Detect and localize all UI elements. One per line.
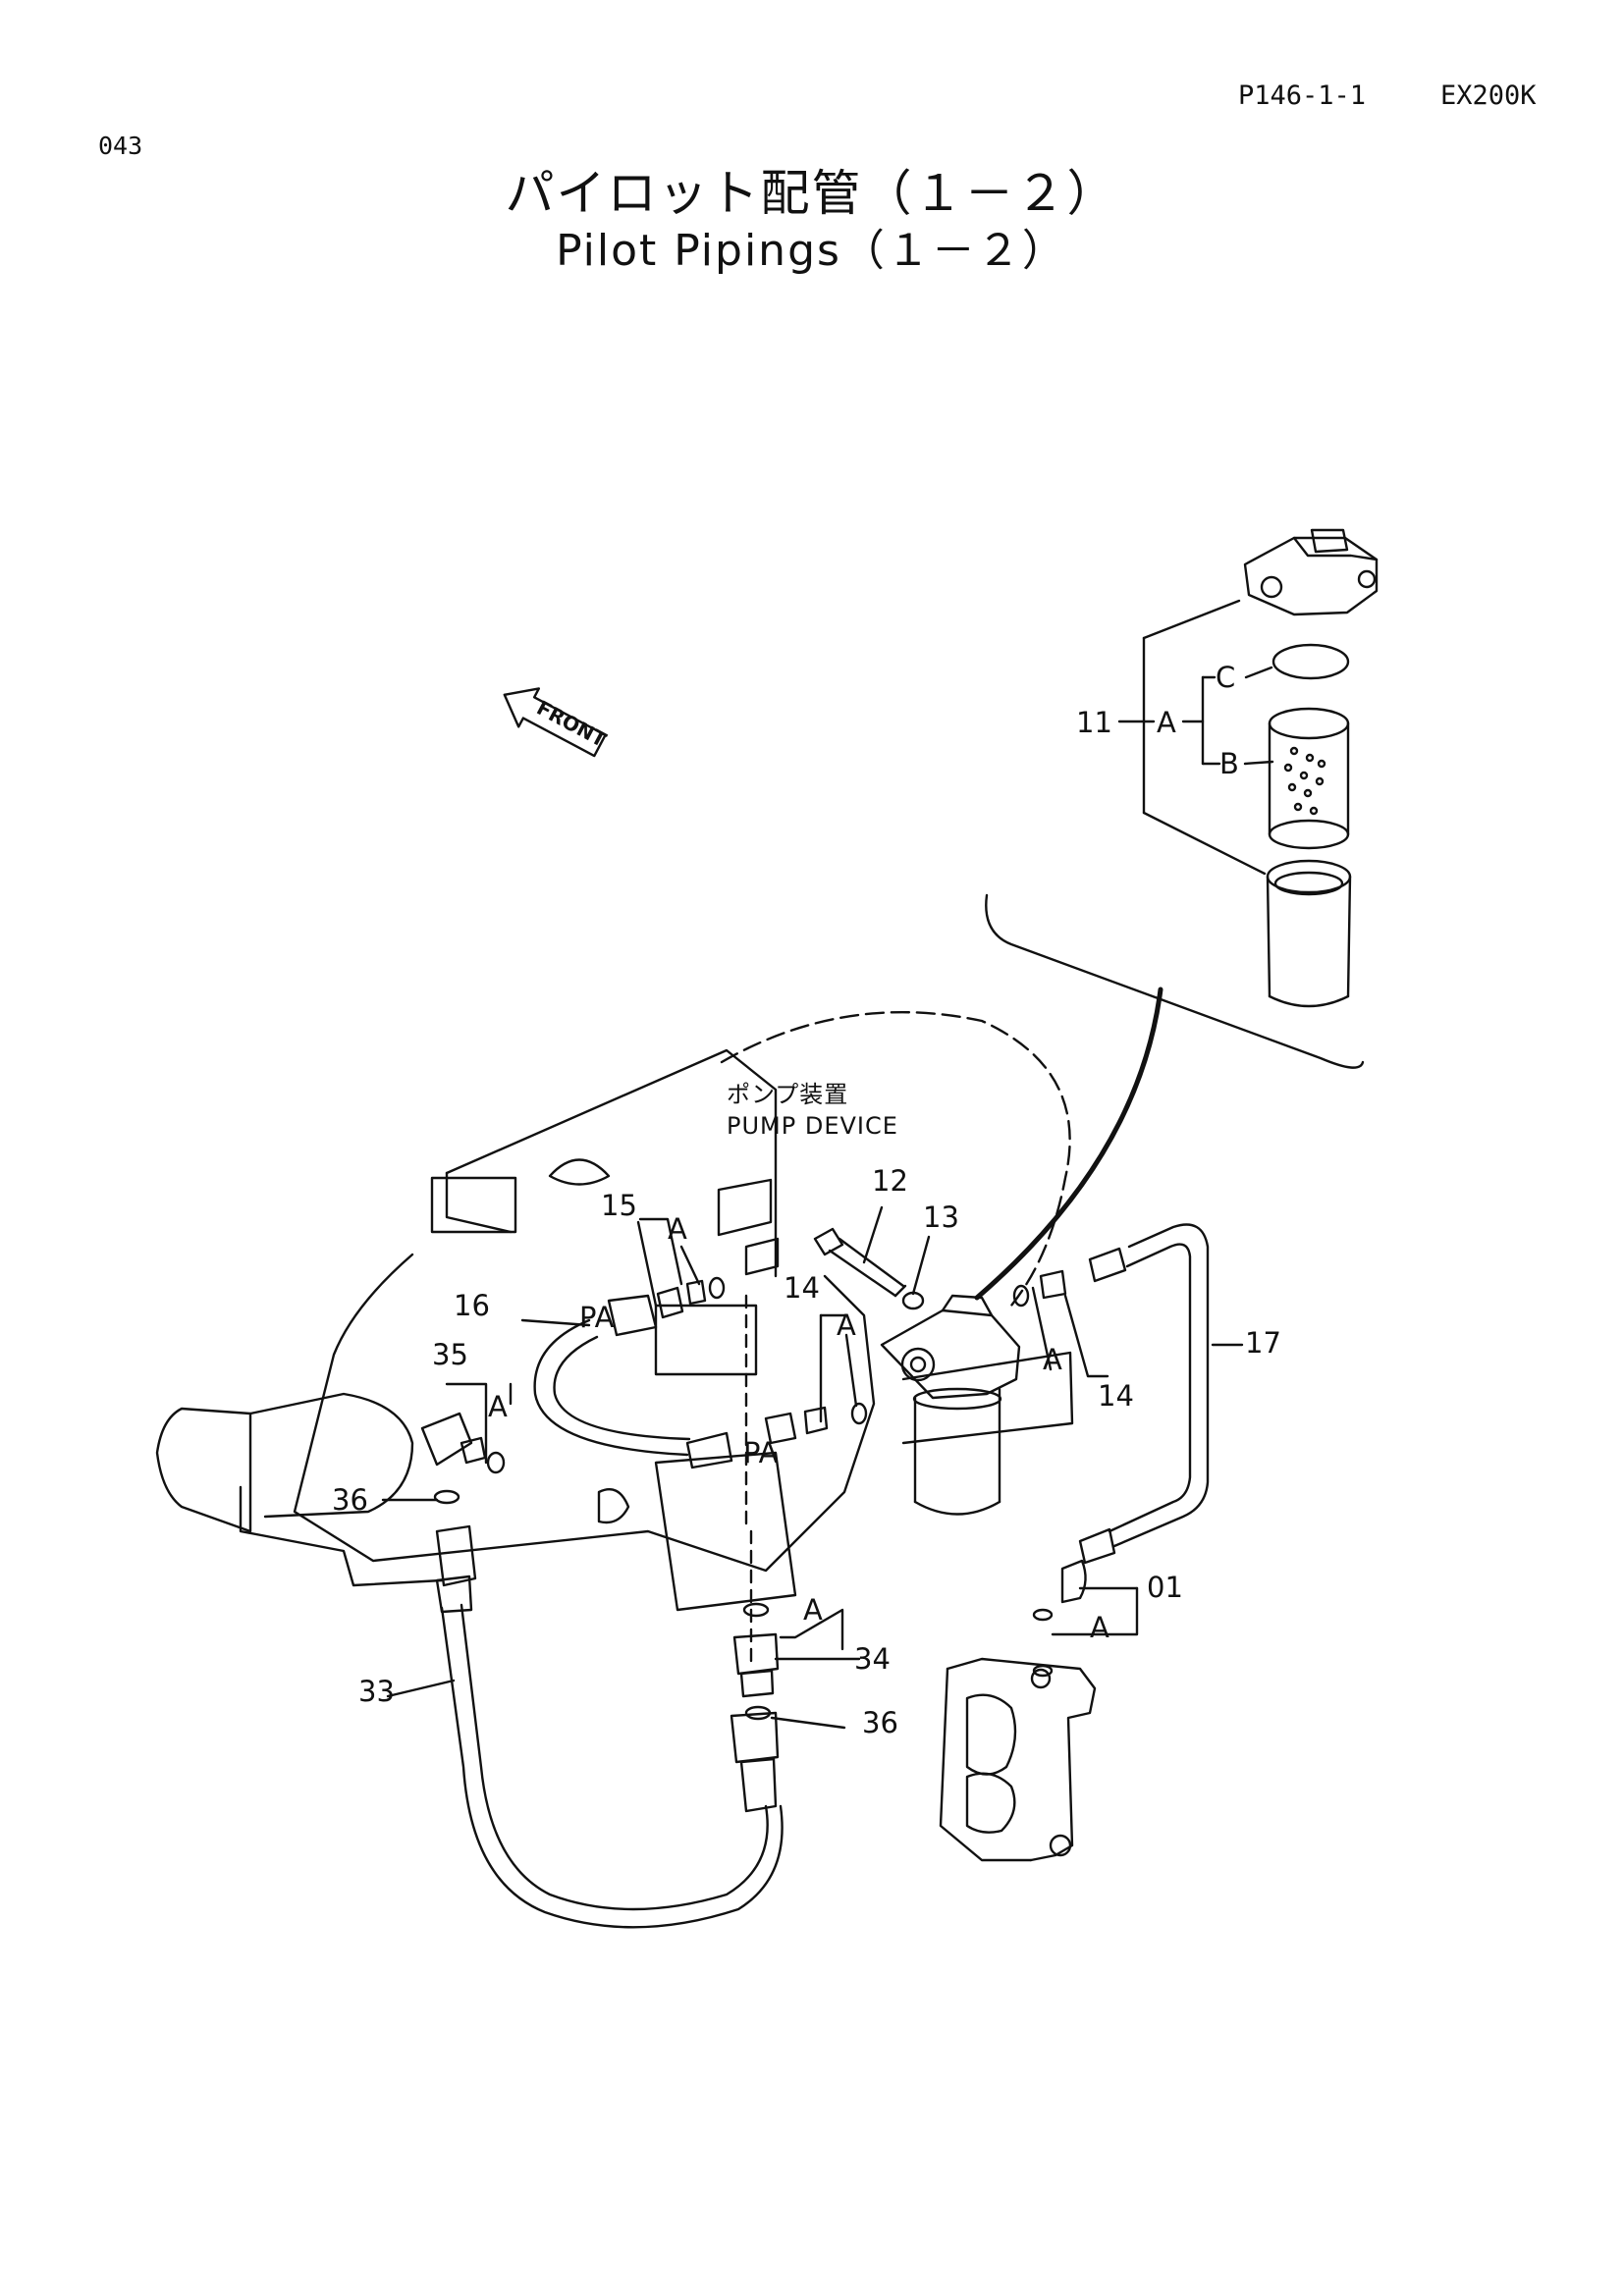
callout-13: 13 [923, 1201, 959, 1234]
callout-14-left: 14 [784, 1271, 820, 1305]
front-arrow [503, 687, 607, 758]
valve-block [939, 1657, 1097, 1862]
subpart-b-label: B [1219, 747, 1239, 780]
device-label-en: PUMP DEVICE [727, 1112, 898, 1140]
reference-code: P146-1-1 [1238, 80, 1367, 111]
callout-34: 34 [854, 1642, 891, 1676]
label-a-15: A [668, 1212, 687, 1246]
fitting-34 [732, 1602, 780, 1721]
callout-11: 11 [1076, 706, 1112, 739]
callout-33: 33 [358, 1675, 395, 1708]
title-english: Pilot Pipings（１－２） [556, 226, 1067, 276]
callout-17: 17 [1245, 1326, 1281, 1360]
page-number: 043 [98, 132, 143, 160]
callout-36-lower: 36 [862, 1706, 898, 1739]
detail-bracket [974, 893, 1365, 1301]
leader-lines [381, 1205, 1244, 1730]
callout-16: 16 [454, 1289, 490, 1322]
label-a-14-right: A [1043, 1343, 1062, 1376]
port-label-upper: PA [579, 1301, 615, 1334]
device-label-jp: ポンプ装置 [727, 1081, 848, 1108]
label-a-01: A [1090, 1611, 1109, 1644]
pump-device [155, 1010, 1074, 1666]
fittings [656, 1237, 1127, 1445]
callout-15: 15 [601, 1189, 637, 1222]
hose-17 [1032, 1223, 1210, 1678]
hose-16 [533, 1294, 733, 1469]
title-japanese: パイロット配管（１－２） [505, 165, 1118, 222]
fitting-35 [420, 1412, 506, 1505]
port-label-lower: PA [743, 1436, 779, 1469]
subpart-c-label: C [1216, 661, 1235, 694]
label-a-34: A [803, 1593, 823, 1627]
line-filter [880, 1294, 1021, 1516]
callout-12: 12 [872, 1164, 908, 1198]
pilot-filter-exploded [1117, 528, 1379, 1008]
callout-36-upper: 36 [332, 1483, 368, 1517]
callout-01: 01 [1147, 1571, 1183, 1604]
label-a-14-left: A [837, 1308, 856, 1342]
hose-33 [435, 1524, 784, 1929]
callout-14-right: 14 [1098, 1379, 1134, 1413]
model-code: EX200K [1440, 80, 1537, 111]
subpart-a-label: A [1157, 706, 1176, 739]
callout-35: 35 [432, 1338, 468, 1371]
label-a-35: A [488, 1390, 508, 1423]
bolt-12 [813, 1227, 925, 1310]
